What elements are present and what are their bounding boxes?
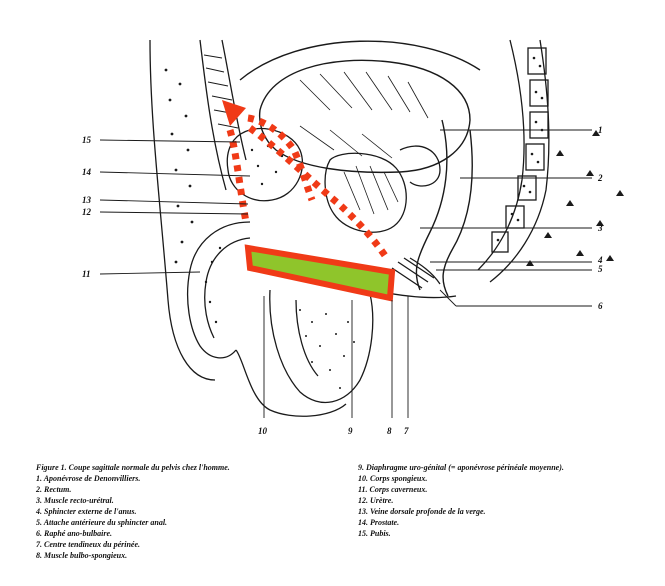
label-11: 11 [82, 269, 91, 279]
label-5: 5 [598, 264, 603, 274]
legend-item-7: 7. Centre tendineux du périnée. [36, 539, 336, 550]
label-15: 15 [82, 135, 92, 145]
label-2: 2 [597, 173, 603, 183]
bladder-wall-hatch [300, 72, 428, 158]
label-10: 10 [258, 426, 268, 436]
prostate-texture [344, 166, 398, 214]
legend-item-12: 12. Urètre. [358, 495, 658, 506]
legend-item-11: 11. Corps caverneux. [358, 484, 658, 495]
legend-item-4: 4. Sphincter externe de l'anus. [36, 506, 336, 517]
caption-left-column: Figure 1. Coupe sagittale normale du pel… [36, 462, 336, 561]
legend-item-15: 15. Pubis. [358, 528, 658, 539]
highlight-overlays [222, 100, 392, 298]
label-12: 12 [82, 207, 92, 217]
red-dotted-outline [230, 128, 388, 260]
caption-title: Figure 1. Coupe sagittale normale du pel… [36, 462, 336, 473]
legend-item-13: 13. Veine dorsale profonde de la verge. [358, 506, 658, 517]
bladder [240, 41, 480, 172]
prostate [325, 146, 440, 232]
label-13: 13 [82, 195, 92, 205]
label-14: 14 [82, 167, 92, 177]
legend-item-2: 2. Rectum. [36, 484, 336, 495]
legend-item-5: 5. Attache antérieure du sphincter anal. [36, 517, 336, 528]
corpus-cavernosum-dots [205, 247, 221, 323]
label-8: 8 [387, 426, 392, 436]
figure-caption: Figure 1. Coupe sagittale normale du pel… [0, 462, 665, 586]
label-3: 3 [597, 223, 603, 233]
legend-item-1: 1. Aponévrose de Denonvilliers. [36, 473, 336, 484]
legend-item-10: 10. Corps spongieux. [358, 473, 658, 484]
caption-right-column: 9. Diaphragme uro-génital (= aponévrose … [358, 462, 658, 539]
legend-item-14: 14. Prostate. [358, 517, 658, 528]
posterior-tissue [526, 130, 624, 266]
sagittal-pelvis-diagram: 15 14 13 12 11 1 2 3 4 5 6 10 9 8 7 [0, 0, 665, 455]
label-9: 9 [348, 426, 353, 436]
scrotum-stipple [299, 309, 355, 389]
spine-pattern-dots [497, 57, 544, 242]
label-7: 7 [404, 426, 409, 436]
scrotum [270, 290, 373, 402]
legend-item-6: 6. Raphé ano-bulbaire. [36, 528, 336, 539]
label-6: 6 [598, 301, 603, 311]
legend-item-8: 8. Muscle bulbo-spongieux. [36, 550, 336, 561]
abdominal-wall [150, 40, 246, 380]
legend-item-9: 9. Diaphragme uro-génital (= aponévrose … [358, 462, 658, 473]
abdominal-wall-dots [165, 69, 194, 264]
legend-item-3: 3. Muscle recto-urétral. [36, 495, 336, 506]
label-1: 1 [598, 125, 603, 135]
